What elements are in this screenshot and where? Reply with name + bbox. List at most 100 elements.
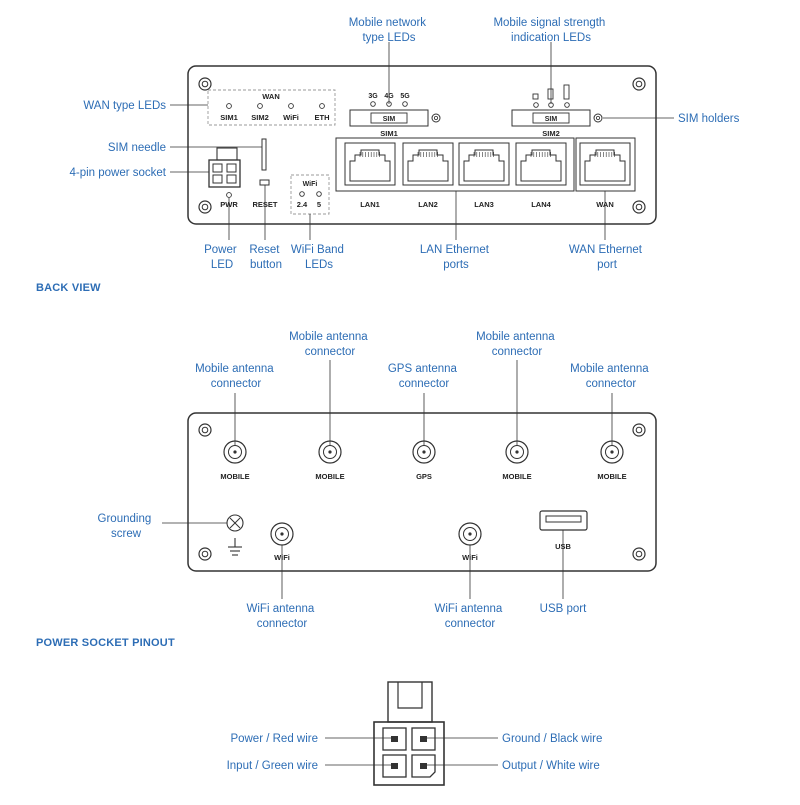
band-5-label: 5: [317, 200, 321, 209]
mobile-1-label: MOBILE: [220, 472, 249, 481]
lan-port-group: [335, 137, 575, 192]
sim1-holder-label: SIM1: [380, 129, 398, 138]
wan-sim1-label: SIM1: [220, 113, 238, 122]
mount-hole: [632, 547, 646, 561]
band-24-label: 2.4: [297, 200, 308, 209]
grounding-screw: [226, 514, 244, 556]
reset-button: [259, 179, 270, 186]
wan-ethernet-port: [579, 142, 631, 186]
wan-led-sim2: [257, 103, 263, 109]
mount-hole: [632, 423, 646, 437]
pin-power-label: Power / Red wire: [230, 733, 318, 745]
pin-ground: [411, 727, 436, 751]
callout-sim-holders: SIM holders: [678, 113, 740, 125]
mount-hole: [198, 77, 212, 91]
callout-mobile-antenna-2: Mobile antenna connector: [289, 331, 371, 358]
pinout-latch: [387, 681, 433, 723]
led-5g: [402, 101, 408, 107]
mobile-4-label: MOBILE: [597, 472, 626, 481]
callout-mobile-antenna-1: Mobile antenna connector: [195, 363, 277, 390]
callout-power-led: Power LED: [204, 244, 240, 271]
callout-sim-needle: SIM needle: [108, 142, 166, 154]
gps-label: GPS: [416, 472, 432, 481]
front-view: MOBILE MOBILE GPS MOBILE MOBILE WiFi WiF…: [98, 331, 657, 630]
front-panel: [187, 412, 657, 572]
power-led: [226, 192, 232, 198]
pin-power: [382, 727, 407, 751]
lan4-label: LAN4: [531, 200, 551, 209]
back-leader-lines: [170, 42, 674, 240]
callout-mobile-antenna-3: Mobile antenna connector: [476, 331, 558, 358]
back-view-title: BACK VIEW: [36, 282, 101, 294]
callout-mobile-antenna-4: Mobile antenna connector: [570, 363, 652, 390]
callout-reset-button: Reset button: [249, 244, 282, 271]
callout-grounding-screw: Grounding screw: [98, 513, 155, 540]
callout-usb-port: USB port: [540, 603, 587, 615]
mount-hole: [632, 77, 646, 91]
pin-output: [411, 754, 436, 778]
wan-rj45: [579, 142, 631, 186]
lan-port-3: [458, 142, 510, 186]
mount-hole: [198, 423, 212, 437]
lan-port-4: [515, 142, 567, 186]
pin-output-label: Output / White wire: [502, 760, 600, 772]
wifi-band-title: WiFi: [303, 181, 318, 188]
callout-mobile-network-type-leds: Mobile network type LEDs: [349, 17, 430, 44]
callout-wan-type-leds: WAN type LEDs: [83, 100, 166, 112]
signal-bar-2: [547, 88, 554, 100]
wan-led-wifi: [288, 103, 294, 109]
signal-bar-3: [563, 84, 570, 100]
led-3g: [370, 101, 376, 107]
wifi-led-5: [316, 191, 322, 197]
wan-led-eth: [319, 103, 325, 109]
lan-port-1: [344, 142, 396, 186]
sim1-eject-hole: [431, 113, 441, 123]
front-mount-holes: [198, 423, 646, 561]
wan-label: WAN: [262, 92, 280, 101]
lan-port-2: [402, 142, 454, 186]
led-3g-label: 3G: [368, 93, 378, 100]
usb-port: [539, 510, 588, 531]
back-view: WAN SIM1 SIM2 WiFi ETH 3G 4G 5G SIM SIM1: [36, 17, 740, 294]
pinout-title: POWER SOCKET PINOUT: [36, 637, 175, 649]
callout-mobile-signal-strength-leds: Mobile signal strength indication LEDs: [493, 17, 608, 44]
lan-ports: [344, 142, 567, 186]
lan2-label: LAN2: [418, 200, 438, 209]
sim2-slot-label: SIM: [545, 116, 558, 123]
wan-wifi-label: WiFi: [283, 113, 299, 122]
sim-needle: [261, 138, 267, 171]
callout-wifi-band-leds: WiFi Band LEDs: [291, 244, 347, 271]
callout-wifi-antenna-2: WiFi antenna connector: [435, 603, 506, 630]
pin-input: [382, 754, 407, 778]
mobile-2-label: MOBILE: [315, 472, 344, 481]
power-socket: [208, 159, 241, 188]
callout-lan-ports: LAN Ethernet ports: [420, 244, 492, 271]
sim1-slot-label: SIM: [383, 116, 396, 123]
mount-hole: [198, 200, 212, 214]
callout-power-socket: 4-pin power socket: [69, 167, 166, 179]
wan-port-frame: [575, 137, 636, 192]
lan3-label: LAN3: [474, 200, 494, 209]
led-5g-label: 5G: [400, 93, 410, 100]
front-leader-lines: [162, 360, 613, 599]
mount-hole: [632, 200, 646, 214]
sim2-eject-hole: [593, 113, 603, 123]
pinout: POWER SOCKET PINOUT Power / Red wire In: [36, 637, 602, 786]
callout-gps-antenna: GPS antenna connector: [388, 363, 460, 390]
lan1-label: LAN1: [360, 200, 380, 209]
mobile-3-label: MOBILE: [502, 472, 531, 481]
sim2-holder-label: SIM2: [542, 129, 560, 138]
wan-led-sim1: [226, 103, 232, 109]
wan-sim2-label: SIM2: [251, 113, 269, 122]
pinout-connector-body: [373, 721, 445, 786]
callout-wan-port: WAN Ethernet port: [569, 244, 645, 271]
signal-bar-1: [532, 93, 539, 100]
pin-input-label: Input / Green wire: [227, 760, 318, 772]
callout-wifi-antenna-1: WiFi antenna connector: [247, 603, 318, 630]
pin-ground-label: Ground / Black wire: [502, 733, 602, 745]
wan-led-group: [207, 89, 336, 126]
mount-hole: [198, 547, 212, 561]
wifi-led-24: [299, 191, 305, 197]
wan-eth-label: ETH: [315, 113, 330, 122]
